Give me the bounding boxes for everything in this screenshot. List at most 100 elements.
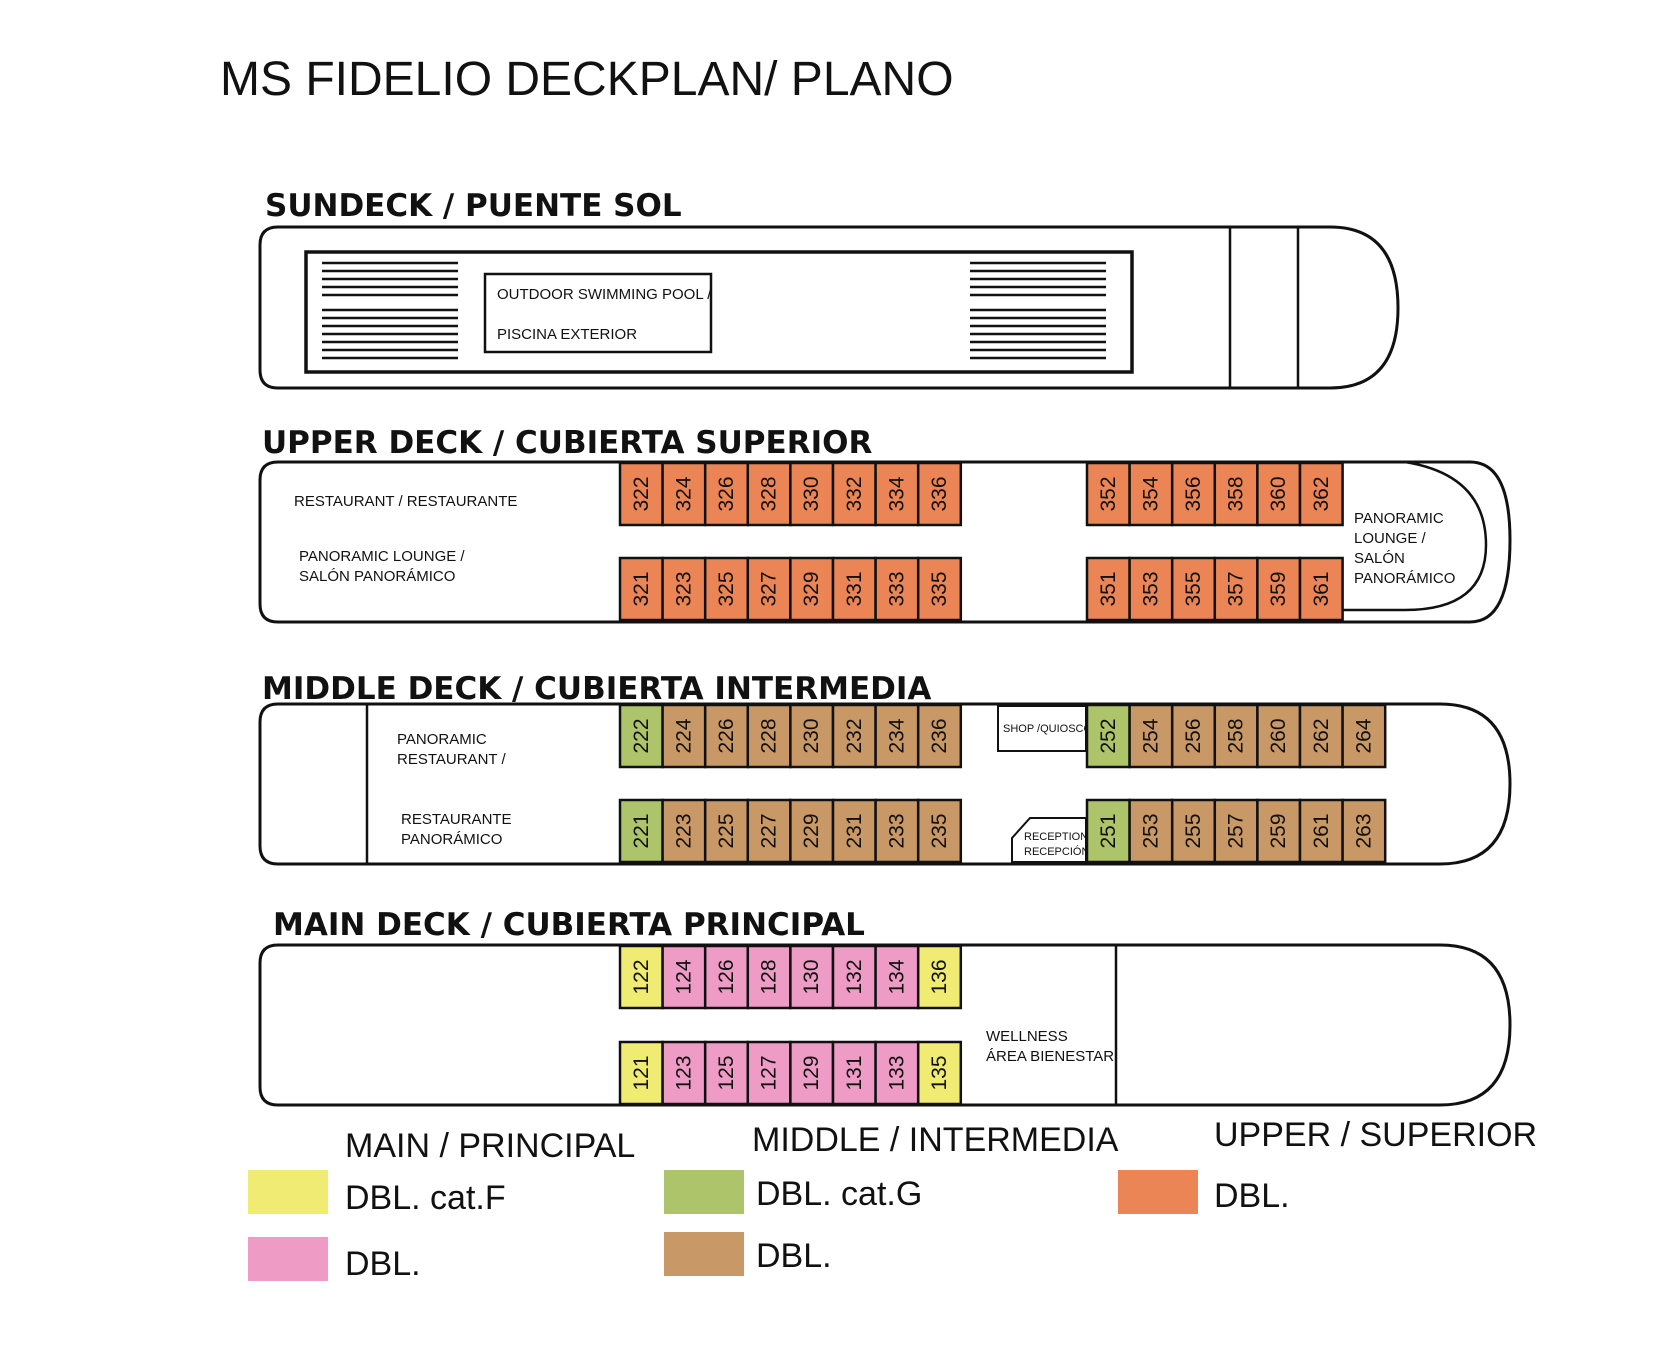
cabin-224 <box>661 703 707 769</box>
cabin-number-331: 331 <box>843 571 866 606</box>
upper-lounge-label-2: SALÓN PANORÁMICO <box>299 568 455 585</box>
cabin-263 <box>1341 798 1387 864</box>
cabin-125 <box>703 1040 750 1106</box>
cabin-number-257: 257 <box>1225 813 1248 848</box>
cabin-number-123: 123 <box>672 1055 695 1090</box>
cabin-number-260: 260 <box>1267 718 1290 753</box>
cabin-number-336: 336 <box>928 476 951 511</box>
cabin-329 <box>789 556 835 622</box>
cabin-number-360: 360 <box>1267 476 1290 511</box>
cabin-121 <box>618 1040 664 1106</box>
cabin-number-224: 224 <box>672 718 695 753</box>
cabin-number-357: 357 <box>1225 571 1248 606</box>
cabin-336 <box>916 461 963 527</box>
cabin-262 <box>1298 703 1344 769</box>
cabin-number-126: 126 <box>715 959 738 994</box>
upper-restaurant-label: RESTAURANT / RESTAURANTE <box>294 493 517 510</box>
cabin-131 <box>831 1040 877 1106</box>
cabin-228 <box>746 703 792 769</box>
cabin-number-253: 253 <box>1139 813 1162 848</box>
cabin-number-235: 235 <box>928 813 951 848</box>
reception-label-2: RECEPCIÓN <box>1024 845 1089 858</box>
cabin-251 <box>1085 798 1131 864</box>
cabin-number-329: 329 <box>800 571 823 606</box>
sunbed-stripes-right <box>970 261 1106 360</box>
cabin-number-124: 124 <box>672 959 695 994</box>
legend-main-heading: MAIN / PRINCIPAL <box>345 1127 635 1165</box>
cabin-362 <box>1298 461 1344 527</box>
legend-main-dbl: DBL. <box>345 1245 421 1283</box>
cabin-number-230: 230 <box>800 718 823 753</box>
cabin-number-122: 122 <box>630 959 653 994</box>
legend-middle-heading: MIDDLE / INTERMEDIA <box>752 1121 1119 1159</box>
reception-label-1: RECEPTION <box>1024 831 1088 843</box>
sundeck-deck-area <box>304 250 1134 374</box>
legend-middle-dbl: DBL. <box>756 1237 832 1275</box>
middle-deck-title: MIDDLE DECK / CUBIERTA INTERMEDIA <box>262 671 931 707</box>
cabin-number-330: 330 <box>800 476 823 511</box>
cabin-number-325: 325 <box>715 571 738 606</box>
cabin-number-225: 225 <box>715 813 738 848</box>
middle-restaurant-label-1: PANORAMIC <box>397 731 487 748</box>
middle-deck-hull <box>258 702 1512 866</box>
cabin-number-231: 231 <box>843 813 866 848</box>
cabin-number-255: 255 <box>1182 813 1205 848</box>
cabin-356 <box>1170 461 1217 527</box>
cabin-number-133: 133 <box>885 1055 908 1090</box>
cabin-number-332: 332 <box>843 476 866 511</box>
cabin-254 <box>1128 703 1174 769</box>
cabin-number-323: 323 <box>672 571 695 606</box>
cabin-332 <box>831 461 877 527</box>
cabin-232 <box>831 703 877 769</box>
cabin-number-355: 355 <box>1182 571 1205 606</box>
wellness-label-1: WELLNESS <box>986 1028 1068 1045</box>
cabin-136 <box>916 944 963 1010</box>
cabin-number-221: 221 <box>630 813 653 848</box>
pool-label-line2: PISCINA EXTERIOR <box>497 326 637 343</box>
cabin-351 <box>1085 556 1131 622</box>
cabin-number-127: 127 <box>758 1055 781 1090</box>
cabin-328 <box>746 461 792 527</box>
cabin-327 <box>746 556 792 622</box>
cabin-number-328: 328 <box>758 476 781 511</box>
cabin-360 <box>1256 461 1302 527</box>
page-title: MS FIDELIO DECKPLAN/ PLANO <box>220 53 954 106</box>
cabin-number-228: 228 <box>758 718 781 753</box>
cabin-number-263: 263 <box>1352 813 1375 848</box>
cabin-number-335: 335 <box>928 571 951 606</box>
cabin-number-361: 361 <box>1310 571 1333 606</box>
cabin-number-131: 131 <box>843 1055 866 1090</box>
cabin-222 <box>618 703 664 769</box>
cabin-number-359: 359 <box>1267 571 1290 606</box>
cabin-number-334: 334 <box>885 476 908 511</box>
cabin-number-358: 358 <box>1225 476 1248 511</box>
cabin-number-326: 326 <box>715 476 738 511</box>
sunbed-stripes-left <box>322 261 458 360</box>
cabin-229 <box>789 798 835 864</box>
sundeck-title: SUNDECK / PUENTE SOL <box>265 188 682 224</box>
middle-restaurant-label-3: RESTAURANTE <box>401 811 512 828</box>
cabin-number-351: 351 <box>1097 571 1120 606</box>
cabin-number-356: 356 <box>1182 476 1205 511</box>
cabin-260 <box>1256 703 1302 769</box>
upper-bow-label-2: LOUNGE / <box>1354 530 1427 547</box>
cabin-number-130: 130 <box>800 959 823 994</box>
cabin-number-362: 362 <box>1310 476 1333 511</box>
cabin-235 <box>916 798 963 864</box>
shop <box>997 705 1087 752</box>
cabin-number-324: 324 <box>672 476 695 511</box>
cabin-354 <box>1128 461 1174 527</box>
cabin-number-233: 233 <box>885 813 908 848</box>
cabin-number-227: 227 <box>758 813 781 848</box>
swimming-pool <box>483 272 713 354</box>
cabin-number-353: 353 <box>1139 571 1162 606</box>
cabin-number-333: 333 <box>885 571 908 606</box>
cabin-number-254: 254 <box>1139 718 1162 753</box>
cabin-256 <box>1170 703 1217 769</box>
cabin-number-135: 135 <box>928 1055 951 1090</box>
cabin-number-261: 261 <box>1310 813 1333 848</box>
cabin-252 <box>1085 703 1131 769</box>
main-deck-hull <box>258 943 1512 1107</box>
cabin-135 <box>916 1040 963 1106</box>
